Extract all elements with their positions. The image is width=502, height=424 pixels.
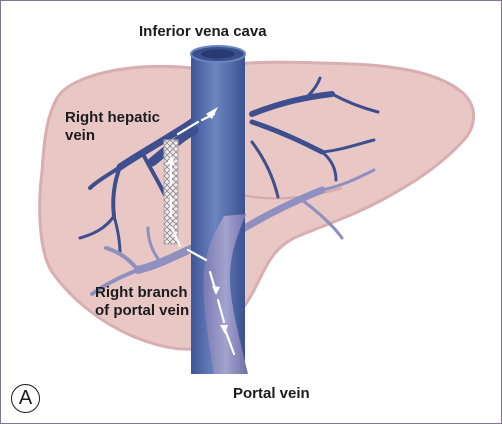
- panel-letter-badge: A: [11, 384, 40, 413]
- label-ivc: Inferior vena cava: [139, 23, 267, 40]
- hepatic-veins: [78, 76, 380, 256]
- portal-vein-trunk: [203, 214, 248, 374]
- label-right-branch-portal-vein: Right branch of portal vein: [95, 284, 190, 319]
- tips-stent: [163, 139, 179, 245]
- label-portal-vein: Portal vein: [233, 385, 310, 402]
- liver-shape: [38, 60, 475, 351]
- label-right-hepatic-vein: Right hepatic vein: [65, 109, 161, 144]
